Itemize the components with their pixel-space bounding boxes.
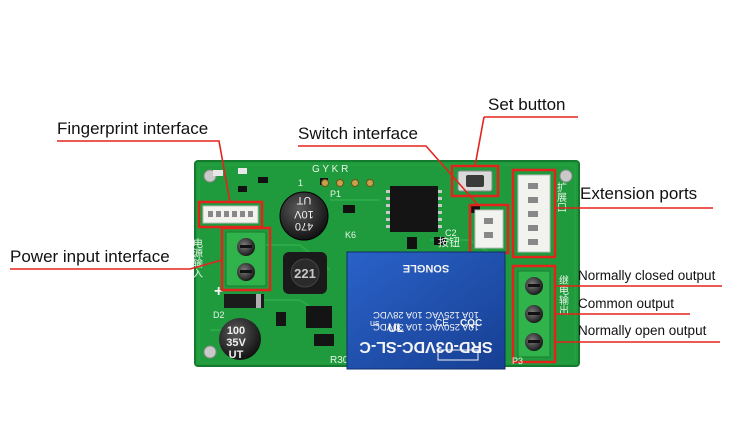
relay-rating-2: 10A 125VAC 10A 28VDC xyxy=(373,309,479,320)
power-chinese-label: 电源输入 xyxy=(191,237,203,278)
relay-us-mark: us xyxy=(370,318,380,328)
callout-lines xyxy=(10,116,722,343)
relay: SRD-03VDC-SL-C 10A 250VAC 10A 30VDC 10A … xyxy=(346,251,506,370)
ic-chip xyxy=(386,186,442,232)
label-switch-interface: Switch interface xyxy=(298,124,418,143)
capacitor-470uf: 470 10V UT xyxy=(279,191,329,241)
silk-r30: R30 xyxy=(330,355,349,366)
header-silkscreen: G Y K R xyxy=(312,164,348,175)
silk-c2: C2 xyxy=(445,228,457,238)
silk-p3: P3 xyxy=(512,356,523,366)
plus-mark: + xyxy=(214,283,223,300)
switch-connector xyxy=(468,203,510,255)
relay-brand: SONGLE xyxy=(403,262,449,274)
regulator-chip xyxy=(276,306,334,346)
power-highlight-box xyxy=(220,226,272,292)
silk-k6: K6 xyxy=(345,230,356,240)
label-extension-ports: Extension ports xyxy=(580,184,698,203)
button-chinese-label: 按钮 xyxy=(438,235,460,249)
label-common-output: Common output xyxy=(578,296,675,311)
cap-small-voltage: 35V xyxy=(226,337,246,349)
cap-large-voltage: 10V xyxy=(294,208,314,220)
extension-connector xyxy=(511,168,557,259)
power-terminal xyxy=(225,231,267,287)
relay-ul-mark: UL xyxy=(388,321,404,335)
fingerprint-connector xyxy=(197,200,264,229)
silk-d2: D2 xyxy=(213,310,225,320)
capacitor-100uf: 100 35V UT xyxy=(219,318,261,361)
output-terminal xyxy=(511,264,557,364)
diode xyxy=(224,294,264,308)
label-fingerprint-interface: Fingerprint interface xyxy=(57,119,209,138)
relay-model: SRD-03VDC-SL-C xyxy=(359,338,493,355)
cap-large-value: 470 xyxy=(295,220,313,232)
silk-p1: P1 xyxy=(330,189,341,199)
cap-small-series: UT xyxy=(229,349,244,361)
output-chinese-label: 继电输出 xyxy=(557,274,569,315)
inductor: 221 xyxy=(283,252,327,294)
cap-large-series: UT xyxy=(296,194,311,206)
callout-fingerprint xyxy=(57,140,231,203)
relay-ce-mark: CE xyxy=(435,318,449,329)
label-normally-open-output: Normally open output xyxy=(578,323,707,338)
label-normally-closed-output: Normally closed output xyxy=(578,268,716,283)
inductor-value: 221 xyxy=(294,266,316,281)
relay-cqc-mark: CQC xyxy=(460,318,482,329)
label-power-input-interface: Power input interface xyxy=(10,247,170,266)
silk-1: 1 xyxy=(298,178,303,188)
extension-chinese-label: 扩展口 xyxy=(555,181,567,212)
relay-rating-1: 10A 250VAC 10A 30VDC xyxy=(373,321,479,332)
callout-switch xyxy=(298,145,479,206)
switch-header: G Y K R xyxy=(312,164,374,187)
cap-small-value: 100 xyxy=(227,325,245,337)
callout-power xyxy=(10,259,223,270)
callout-set-button xyxy=(474,116,578,167)
label-set-button: Set button xyxy=(488,95,566,114)
